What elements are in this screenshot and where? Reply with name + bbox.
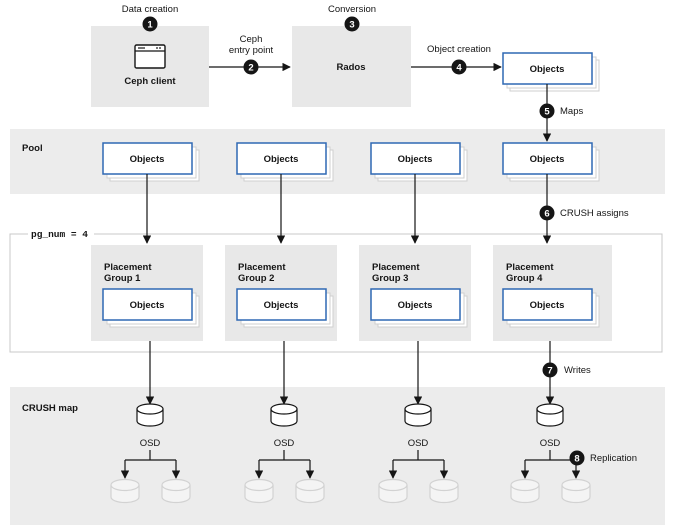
objects-label: Objects bbox=[530, 64, 565, 75]
osd-replica-icons bbox=[110, 478, 591, 504]
step-2-badge: 2 bbox=[243, 59, 259, 75]
svg-text:4: 4 bbox=[456, 63, 462, 74]
pg1-title-line1: Placement bbox=[104, 262, 152, 273]
step-8-label: Replication bbox=[590, 453, 637, 464]
svg-text:6: 6 bbox=[544, 209, 549, 220]
replication-branch-1 bbox=[120, 450, 181, 479]
objects-label: Objects bbox=[130, 300, 165, 311]
objects-label: Objects bbox=[398, 300, 433, 311]
pool-objects-2: Objects bbox=[236, 142, 334, 182]
crush-map-band bbox=[10, 387, 665, 525]
step-5-badge: 5 bbox=[539, 103, 555, 119]
step-8-badge: 8 bbox=[569, 450, 585, 466]
osd-replica-3a bbox=[378, 478, 408, 504]
step-2-label-line1: Ceph bbox=[240, 34, 263, 45]
osd-replica-2b bbox=[295, 478, 325, 504]
objects-label: Objects bbox=[398, 154, 433, 165]
step-4-badge: 4 bbox=[451, 59, 467, 75]
pg4-objects: Objects bbox=[502, 288, 600, 328]
osd-primary-1 bbox=[136, 403, 164, 427]
osd-replica-4b bbox=[561, 478, 591, 504]
ceph-client-label: Ceph client bbox=[124, 76, 176, 87]
pg3-objects: Objects bbox=[370, 288, 468, 328]
step-6-badge: 6 bbox=[539, 205, 555, 221]
pool-objects-4: Objects bbox=[502, 142, 600, 182]
osd-label-2: OSD bbox=[274, 438, 295, 449]
step-7-label: Writes bbox=[564, 365, 591, 376]
pg1-title-line2: Group 1 bbox=[104, 273, 141, 284]
step-5-label: Maps bbox=[560, 106, 583, 117]
step-1-badge: 1 bbox=[142, 16, 158, 32]
osd-replica-1b bbox=[161, 478, 191, 504]
objects-label: Objects bbox=[130, 154, 165, 165]
pg3-title-line1: Placement bbox=[372, 262, 420, 273]
osd-replica-2a bbox=[244, 478, 274, 504]
step-3-badge: 3 bbox=[344, 16, 360, 32]
osd-replica-3b bbox=[429, 478, 459, 504]
osd-label-4: OSD bbox=[540, 438, 561, 449]
svg-text:5: 5 bbox=[544, 107, 550, 118]
pool-label: Pool bbox=[22, 143, 43, 154]
step-1-label: Data creation bbox=[122, 4, 179, 15]
step-7-badge: 7 bbox=[542, 362, 558, 378]
rados-label: Rados bbox=[336, 62, 365, 73]
pg4-title-line2: Group 4 bbox=[506, 273, 543, 284]
pg2-objects: Objects bbox=[236, 288, 334, 328]
svg-text:7: 7 bbox=[547, 366, 552, 377]
objects-stack-top: Objects bbox=[502, 52, 600, 92]
window-icon bbox=[134, 44, 166, 69]
pg2-title-line2: Group 2 bbox=[238, 273, 274, 284]
step-2-label-line2: entry point bbox=[229, 45, 274, 56]
step-4-label: Object creation bbox=[427, 44, 491, 55]
svg-text:8: 8 bbox=[574, 454, 579, 465]
svg-text:2: 2 bbox=[248, 63, 253, 74]
osd-replica-4a bbox=[510, 478, 540, 504]
pg-num-label: pg_num = 4 bbox=[31, 229, 88, 240]
pg-num-frame bbox=[9, 233, 663, 353]
pg3-title-line2: Group 3 bbox=[372, 273, 408, 284]
pool-objects-1: Objects bbox=[102, 142, 200, 182]
osd-primary-4 bbox=[536, 403, 564, 427]
step-6-label: CRUSH assigns bbox=[560, 208, 629, 219]
pool-objects-3: Objects bbox=[370, 142, 468, 182]
svg-text:3: 3 bbox=[349, 20, 354, 31]
pg1-objects: Objects bbox=[102, 288, 200, 328]
objects-label: Objects bbox=[264, 300, 299, 311]
svg-text:1: 1 bbox=[147, 20, 153, 31]
objects-label: Objects bbox=[530, 300, 565, 311]
objects-label: Objects bbox=[530, 154, 565, 165]
replication-branch-3 bbox=[388, 450, 449, 479]
rados-panel bbox=[292, 26, 411, 107]
replication-branch-2 bbox=[254, 450, 315, 479]
crush-map-label: CRUSH map bbox=[22, 403, 78, 414]
osd-label-1: OSD bbox=[140, 438, 161, 449]
objects-label: Objects bbox=[264, 154, 299, 165]
pg2-title-line1: Placement bbox=[238, 262, 286, 273]
osd-label-3: OSD bbox=[408, 438, 429, 449]
osd-primary-3 bbox=[404, 403, 432, 427]
pg4-title-line1: Placement bbox=[506, 262, 554, 273]
osd-primary-2 bbox=[270, 403, 298, 427]
osd-replica-1a bbox=[110, 478, 140, 504]
step-3-label: Conversion bbox=[328, 4, 376, 15]
